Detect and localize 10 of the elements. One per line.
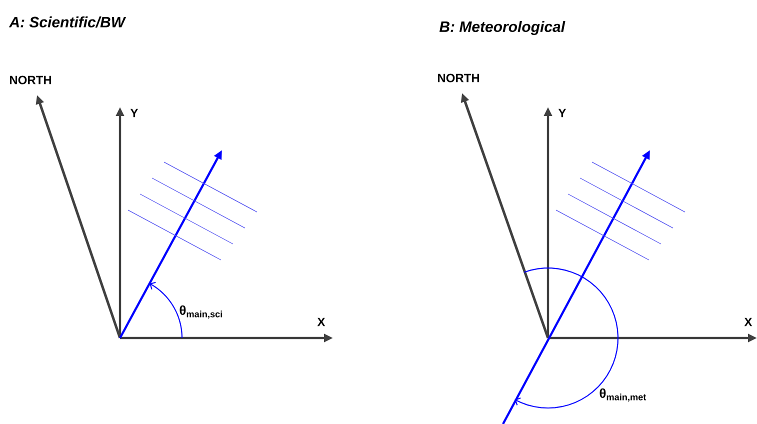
axis-label: NORTH (438, 74, 480, 82)
axis-label: Y (558, 108, 566, 118)
panel-title: B: Meteorological (439, 21, 566, 35)
axis-label: Y (130, 108, 138, 118)
axis-label: NORTH (10, 76, 52, 84)
angle-label: θ$_{main,sci}$ (180, 305, 222, 319)
angle-label: θ$_{main,met}$ (600, 388, 646, 402)
axis-label: X (744, 318, 752, 326)
axis-label: X (317, 318, 326, 326)
panel-title: A: Scientific/BW (8, 16, 126, 28)
